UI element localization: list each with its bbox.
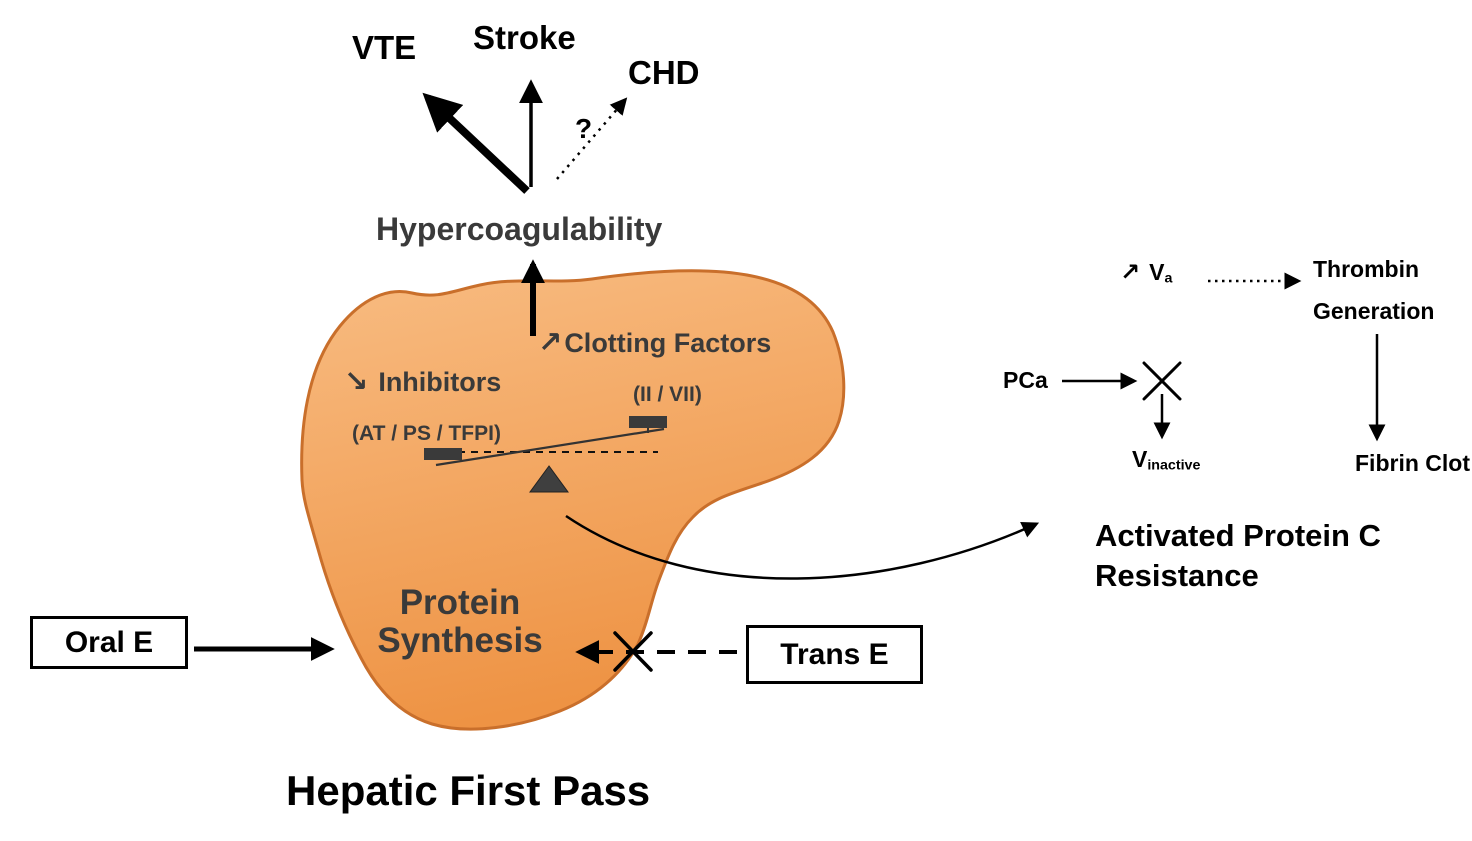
balance-beam [435, 427, 665, 467]
decrease-arrow-icon: ↘ [344, 364, 369, 398]
apc-heading-line2: Resistance [1095, 558, 1259, 593]
v-inactive-base: V [1132, 446, 1148, 472]
trans-estrogen-box: Trans E [746, 625, 923, 684]
clotting-factors-detail-label: (II / VII) [633, 383, 702, 406]
fibrin-clot-label: Fibrin Clot [1355, 450, 1470, 476]
liver-shape [300, 269, 846, 731]
arrow-liver-to-apc-curved [565, 514, 1040, 580]
oral-estrogen-box: Oral E [30, 616, 188, 669]
thrombin-line2: Generation [1313, 298, 1435, 324]
inhibitors-detail-label: (AT / PS / TFPI) [352, 422, 501, 445]
apc-heading-line1: Activated Protein C [1095, 518, 1381, 553]
increase-arrow-icon: ↗ [1120, 258, 1141, 286]
thrombin-line1: Thrombin [1313, 256, 1420, 282]
factor-va-label: ↗ Va [1120, 259, 1172, 287]
apc-resistance-heading: Activated Protein C Resistance [1095, 516, 1381, 596]
trans-blocked-cross-arm2-icon [613, 631, 653, 672]
factor-va-subscript: a [1164, 270, 1173, 287]
apc-blocked-cross-arm2-icon [1142, 361, 1182, 401]
factor-va-base: V [1149, 259, 1165, 285]
thrombin-generation-label: Thrombin Generation [1313, 248, 1434, 332]
protein-synthesis-line1: Protein [399, 583, 521, 622]
page-title: Hepatic First Pass [286, 767, 651, 814]
v-inactive-label: Vinactive [1132, 446, 1201, 474]
outcome-chd-label: CHD [628, 54, 700, 91]
v-inactive-subscript: inactive [1147, 457, 1201, 474]
increase-arrow-icon: ↗ [538, 325, 563, 359]
chd-uncertainty-label: ? [575, 113, 593, 144]
arrow-hyper-to-chd-dotted [556, 97, 628, 180]
pca-label: PCa [1003, 367, 1048, 393]
arrow-hyper-to-vte [422, 92, 530, 194]
inhibitors-text: Inhibitors [378, 367, 502, 397]
balance-weight-inhibitors [424, 448, 462, 460]
inhibitors-label: ↘ Inhibitors [344, 364, 502, 398]
clotting-factors-label: ↗Clotting Factors [538, 325, 772, 359]
clotting-factors-text: Clotting Factors [564, 328, 772, 358]
trans-estrogen-label: Trans E [780, 637, 889, 671]
oral-estrogen-label: Oral E [64, 625, 154, 659]
outcome-vte-label: VTE [352, 29, 417, 66]
balance-scale [424, 416, 667, 493]
balance-fulcrum [529, 465, 569, 493]
protein-synthesis-label: Protein Synthesis [366, 584, 554, 660]
hypercoagulability-label: Hypercoagulability [376, 211, 663, 247]
protein-synthesis-line2: Synthesis [377, 621, 543, 660]
balance-weight-factors [629, 416, 667, 428]
outcome-stroke-label: Stroke [473, 19, 576, 56]
